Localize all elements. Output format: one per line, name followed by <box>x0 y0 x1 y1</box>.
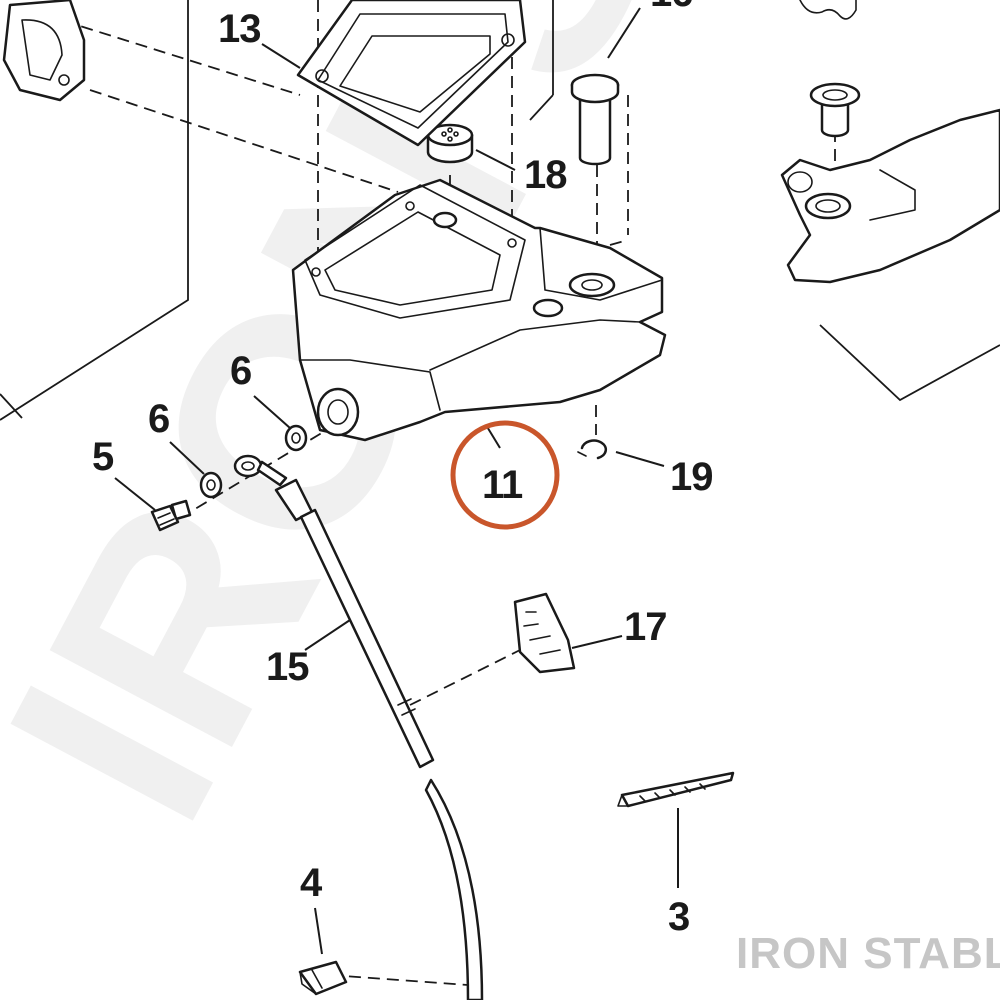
part-13-reservoir-cover <box>296 0 527 147</box>
part-17-hose-clamp <box>513 592 576 674</box>
callout-3: 3 <box>668 895 689 939</box>
leader-lines <box>114 7 679 955</box>
brand-logo-text: IRON STABLE <box>736 929 1000 978</box>
callout-17: 17 <box>624 605 667 649</box>
callout-6-upper: 6 <box>230 349 251 393</box>
part-19-retaining-ring <box>577 439 608 460</box>
callout-6-lower: 6 <box>148 397 169 441</box>
part-bushing-upper-right <box>809 82 861 138</box>
callout-4: 4 <box>300 861 323 905</box>
highlight-circle <box>450 420 560 530</box>
part-hand-lever <box>780 108 1000 284</box>
part-6-washer-lower <box>199 471 223 499</box>
callout-13: 13 <box>218 7 261 51</box>
part-11-master-cylinder <box>291 178 667 442</box>
part-spring-upper-right <box>799 0 857 20</box>
part-16-pivot-pin <box>570 73 620 166</box>
part-4-clip <box>298 960 348 996</box>
callout-18: 18 <box>524 153 567 197</box>
section-frame-lines <box>0 0 1000 421</box>
part-15-brake-hose <box>233 454 484 1000</box>
callout-16: 16 <box>650 0 693 15</box>
callout-11: 11 <box>482 463 523 507</box>
part-3-cable-tie <box>617 771 735 808</box>
callout-19: 19 <box>670 455 713 499</box>
part-clamp-upper-left <box>2 0 86 102</box>
part-5-banjo-bolt <box>150 499 192 532</box>
callout-5: 5 <box>92 435 114 479</box>
callout-15: 15 <box>266 645 309 689</box>
part-6-washer-upper <box>284 424 308 452</box>
